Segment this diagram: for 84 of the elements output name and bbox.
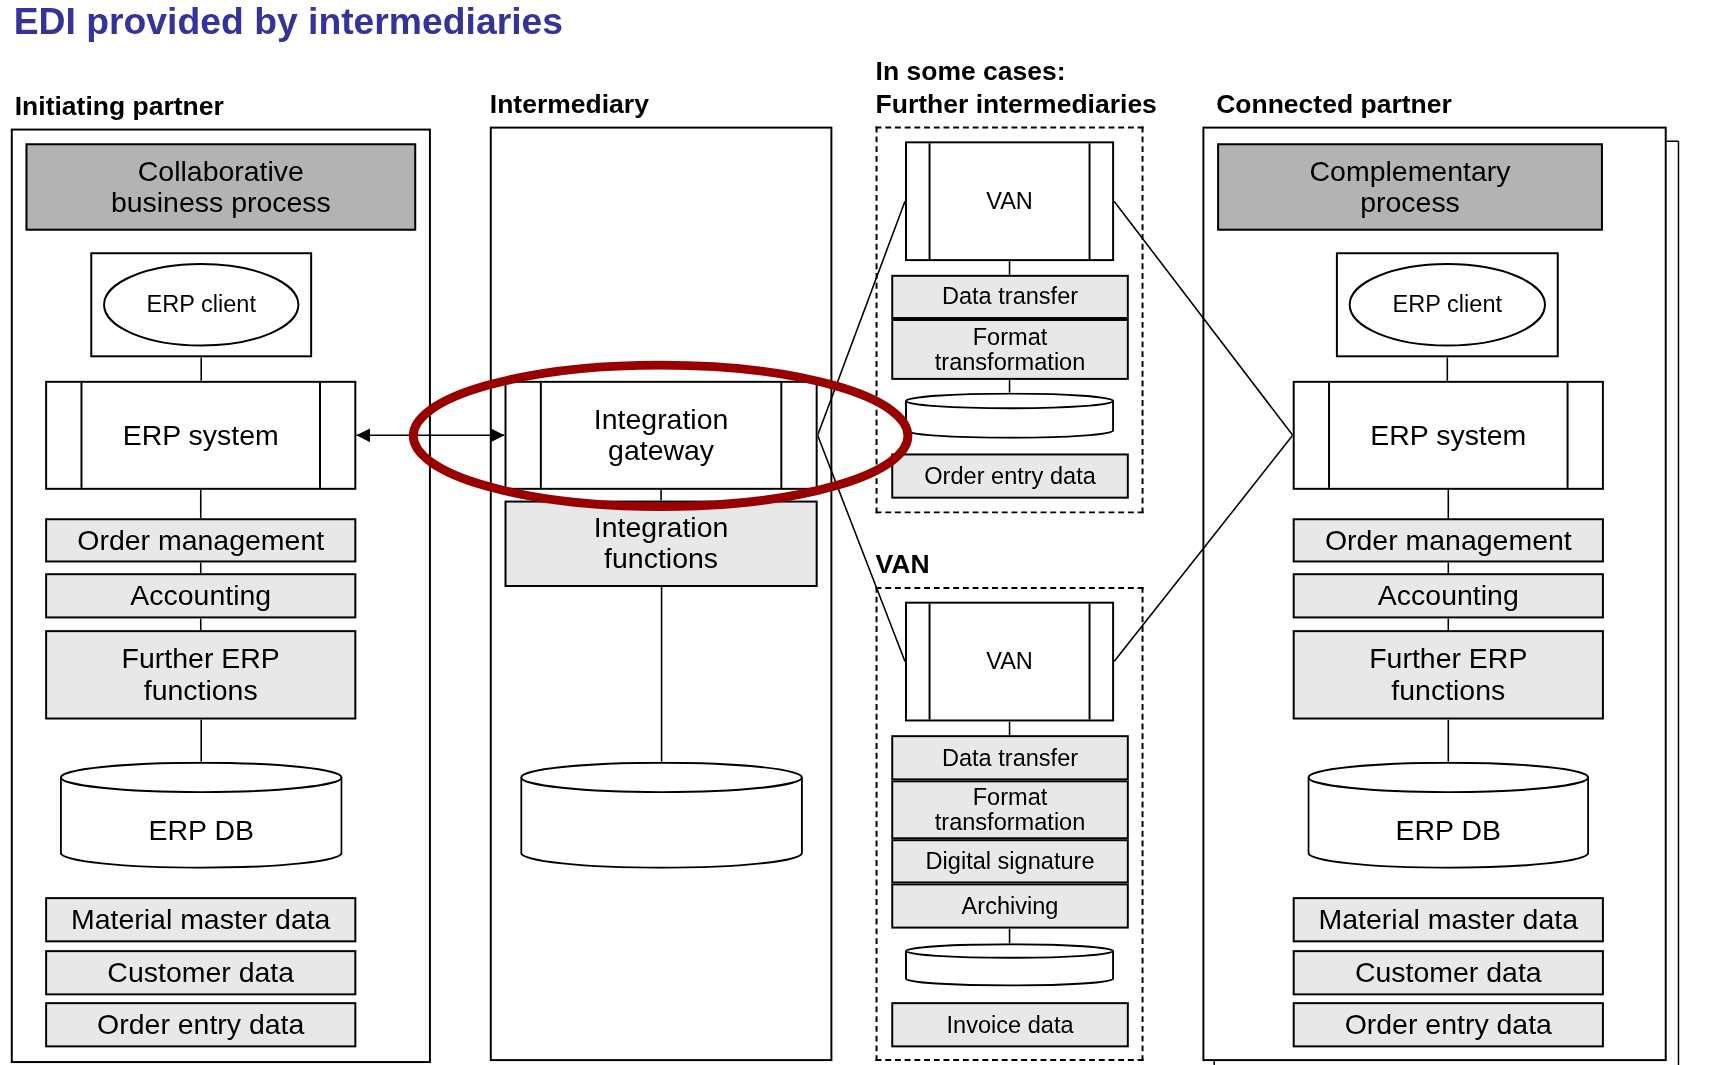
connector-line	[1447, 718, 1450, 763]
client-box	[1335, 252, 1559, 358]
connector-line	[660, 586, 663, 763]
function-box	[891, 883, 1129, 929]
node-text: VAN	[986, 648, 1033, 675]
connector-line	[1447, 489, 1450, 520]
node-text: ERP DB	[1395, 815, 1502, 847]
function-box	[891, 839, 1129, 884]
system-box	[45, 380, 357, 490]
node-text: Customer data	[107, 957, 295, 989]
process-box	[1217, 143, 1603, 231]
connector-line	[199, 561, 202, 575]
function-box	[891, 274, 1129, 319]
double-arrow	[355, 428, 506, 443]
node-text: ERP DB	[148, 815, 254, 847]
connector-line	[816, 200, 906, 437]
node-text: Archiving	[961, 893, 1059, 919]
node-text: Collaborative business process	[109, 155, 332, 219]
process-box	[25, 143, 417, 231]
group-heading: VAN	[875, 548, 930, 582]
function-box	[891, 780, 1129, 840]
node-text: ERP system	[122, 419, 279, 451]
node-text: Digital signature	[925, 848, 1095, 875]
function-box	[1292, 897, 1604, 943]
function-box	[1292, 518, 1604, 563]
system-box	[1292, 380, 1604, 490]
connector-line	[199, 489, 202, 520]
group-heading: Intermediary	[489, 88, 649, 121]
node-text: Material master data	[1318, 904, 1578, 936]
function-box	[1292, 573, 1604, 619]
function-box	[1292, 950, 1604, 996]
node-text: Data transfer	[941, 283, 1079, 310]
function-box	[1292, 630, 1604, 720]
node-text: Integration gateway	[592, 404, 730, 467]
node-text: VAN	[986, 188, 1033, 215]
connector-line	[816, 434, 906, 663]
connector-line	[1446, 356, 1449, 382]
system-box	[504, 380, 818, 490]
client-box	[90, 252, 313, 358]
node-text: Format transformation	[933, 323, 1087, 376]
node-text: Order entry data	[1344, 1009, 1552, 1041]
node-text: Material master data	[71, 904, 331, 936]
function-box	[45, 897, 357, 943]
function-box	[45, 630, 357, 720]
connector-line	[660, 489, 662, 502]
node-text: Order entry data	[924, 463, 1096, 489]
node-text: Order entry data	[97, 1009, 305, 1041]
group-heading: Further intermediaries	[875, 88, 1157, 121]
connector-line	[1113, 434, 1294, 663]
node-text: Customer data	[1354, 957, 1542, 989]
node-text: Data transfer	[941, 744, 1079, 771]
function-box	[45, 950, 357, 996]
node-text: Format transformation	[933, 783, 1087, 836]
node-text: Order management	[1324, 524, 1572, 556]
function-box	[504, 500, 818, 587]
connector-line	[1113, 200, 1294, 437]
group-heading: Connected partner	[1216, 88, 1452, 121]
function-box	[45, 573, 357, 619]
node-text: ERP client	[146, 291, 256, 318]
function-box	[1292, 1002, 1604, 1048]
function-box	[45, 518, 357, 563]
system-box	[905, 601, 1115, 722]
connector-line	[200, 356, 202, 382]
node-text: ERP system	[1370, 419, 1527, 451]
connector-line	[200, 718, 202, 763]
node-text: Integration functions	[592, 512, 730, 576]
function-box	[45, 1002, 357, 1048]
system-box	[905, 141, 1115, 262]
function-box	[891, 735, 1129, 781]
function-box	[891, 1002, 1129, 1048]
node-text: Complementary process	[1308, 155, 1512, 219]
diagram-title: EDI provided by intermediaries	[13, 0, 564, 44]
node-text: Further ERP functions	[120, 643, 281, 707]
node-text: Order management	[77, 524, 325, 556]
function-box	[891, 453, 1129, 499]
group-heading: Initiating partner	[14, 90, 224, 123]
node-text: Accounting	[130, 580, 272, 612]
function-box	[891, 319, 1129, 380]
node-text: Further ERP functions	[1368, 643, 1529, 707]
node-text: Invoice data	[946, 1011, 1074, 1038]
group-heading: In some cases:	[875, 54, 1066, 88]
node-text: Accounting	[1377, 580, 1519, 612]
node-text: ERP client	[1392, 291, 1503, 318]
connector-line	[199, 617, 202, 631]
